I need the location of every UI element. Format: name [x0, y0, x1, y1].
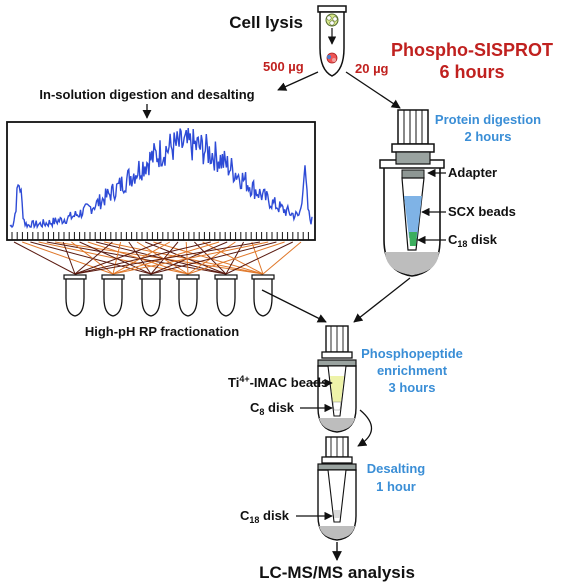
svg-text:C18 disk: C18 disk: [240, 508, 290, 525]
fraction-ticks: [11, 232, 309, 240]
desalting-tip: [317, 436, 357, 541]
arrow-sisprot-to-enrichment: [353, 277, 411, 323]
c18-disk-label-bottom: C18 disk: [240, 508, 290, 525]
pooling-line: [150, 241, 277, 275]
pooling-line: [225, 241, 294, 275]
cell-lysis-title: Cell lysis: [229, 13, 303, 32]
pooling-line: [153, 241, 264, 275]
ti-imac-beads-label: Ti4+-IMAC beads: [228, 374, 328, 390]
fraction-tube: [214, 274, 238, 317]
c8-disk-label: C8 disk: [250, 400, 295, 417]
amount-right: 20 µg: [355, 61, 389, 76]
svg-text:Ti4+-IMAC beads: Ti4+-IMAC beads: [228, 374, 328, 390]
pooling-line: [128, 241, 152, 275]
fraction-tube: [63, 274, 87, 317]
enrichment-title: Phosphopeptide: [361, 346, 463, 361]
fraction-tube: [176, 274, 200, 317]
fraction-tubes: [63, 274, 275, 317]
fractionation-label: High-pH RP fractionation: [85, 324, 239, 339]
lcms-analysis-label: LC-MS/MS analysis: [259, 563, 415, 582]
pooling-line: [22, 241, 114, 275]
c18-disk-label-top: C18 disk: [448, 232, 498, 249]
fraction-tube: [139, 274, 163, 317]
pooling-line: [112, 241, 122, 275]
sisprot-tip: [379, 109, 445, 277]
pooling-line: [187, 241, 285, 275]
arrow-enrichment-to-desalting: [357, 409, 373, 447]
protein-digestion-duration: 2 hours: [465, 129, 512, 144]
pooling-line: [62, 241, 76, 275]
protein-digestion-title: Protein digestion: [435, 112, 541, 127]
scx-beads-label: SCX beads: [448, 204, 516, 219]
enrichment-duration: 3 hours: [389, 380, 436, 395]
phospho-sisprot-duration: 6 hours: [439, 62, 504, 82]
pooling-line: [145, 241, 227, 275]
enrichment-subtitle: enrichment: [377, 363, 448, 378]
arrow-fractions-to-enrichment: [261, 289, 327, 323]
phospho-sisprot-title: Phospho-SISPROT: [391, 40, 553, 60]
chromatogram-panel: [6, 121, 316, 241]
arrow-to-sisprot: [345, 71, 401, 109]
in-solution-label: In-solution digestion and desalting: [39, 87, 254, 102]
pooling-line: [136, 241, 189, 275]
desalting-title: Desalting: [367, 461, 426, 476]
adapter-label: Adapter: [448, 165, 497, 180]
desalting-duration: 1 hour: [376, 479, 416, 494]
svg-text:C18 disk: C18 disk: [448, 232, 498, 249]
pooling-line: [74, 241, 261, 275]
cell-lysis-tube: [317, 5, 347, 77]
pooling-line: [74, 241, 113, 275]
pooling-line: [112, 241, 269, 275]
fraction-tube: [251, 274, 275, 317]
chromatogram-trace: [9, 127, 313, 230]
svg-text:C8 disk: C8 disk: [250, 400, 295, 417]
arrow-to-in-solution: [277, 71, 319, 91]
pooling-line: [262, 241, 302, 275]
pooling-line: [74, 241, 211, 275]
pooling-line: [13, 241, 76, 275]
pooling-line: [74, 241, 162, 275]
pooling-line: [202, 241, 264, 275]
fraction-tube: [101, 274, 125, 317]
fraction-pooling-lines: [13, 241, 302, 275]
amount-left: 500 µg: [263, 59, 304, 74]
